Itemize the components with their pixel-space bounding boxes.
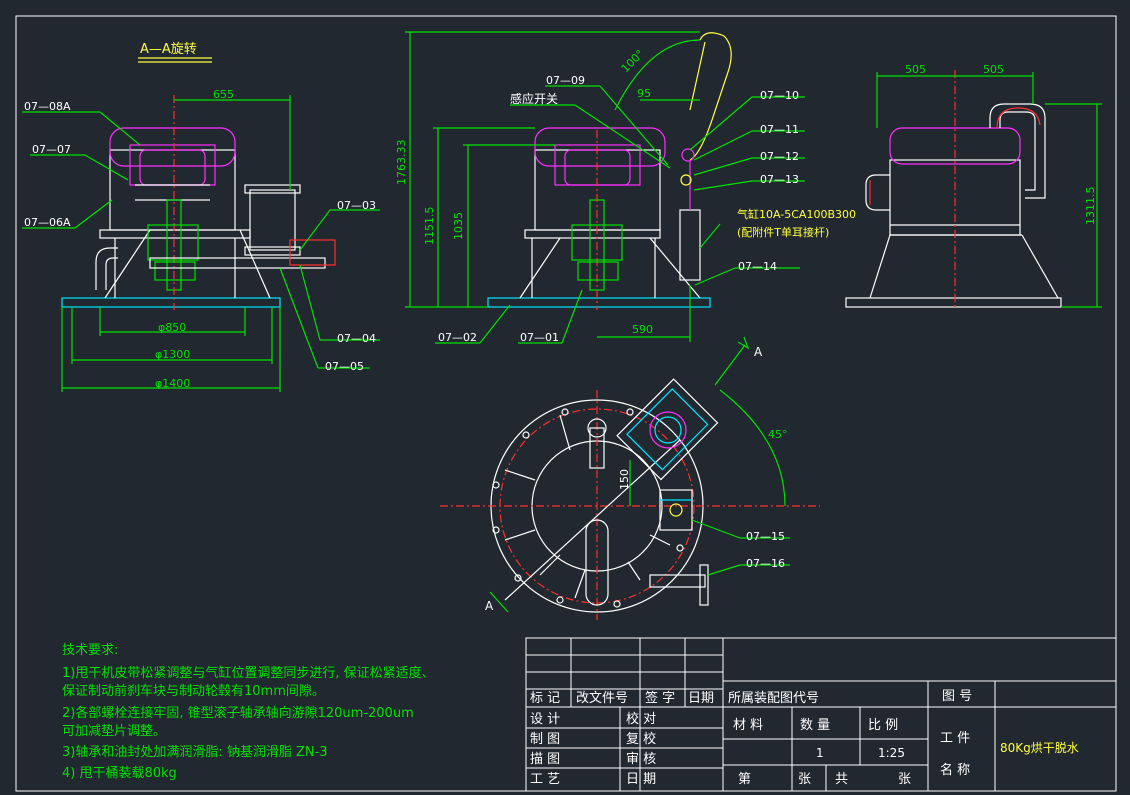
dim-655: 655 bbox=[213, 88, 234, 101]
callout-07-09: 07—09 bbox=[546, 74, 585, 87]
side-view: 505 505 1311.5 bbox=[845, 63, 1102, 310]
tb-zhang2: 张 bbox=[898, 772, 911, 787]
brake-assembly bbox=[659, 489, 693, 531]
dim-1151: 1151.5 bbox=[423, 207, 436, 246]
section-view-a-a: A—A旋转 655 φ8 bbox=[22, 42, 380, 392]
callout-07-07: 07—07 bbox=[32, 143, 71, 156]
cylinder-spec: 气缸10A-5CA100B300 bbox=[737, 207, 856, 221]
side-pipe-right bbox=[989, 103, 1046, 199]
callout-07-01: 07—01 bbox=[520, 331, 559, 344]
air-cylinder bbox=[679, 209, 701, 281]
notes-line-2: 保证制动前刹车块与制动轮毂有10mm间隙。 bbox=[62, 683, 325, 699]
section-title: A—A旋转 bbox=[140, 42, 197, 57]
callout-07-14: 07—14 bbox=[738, 260, 777, 273]
callout-07-03: 07—03 bbox=[337, 199, 376, 212]
outlet-pipe bbox=[649, 574, 706, 588]
side-pipe-left bbox=[865, 174, 890, 211]
dim-505-right: 505 bbox=[983, 63, 1004, 76]
motor-body bbox=[249, 189, 296, 251]
section-marker-top: A bbox=[754, 345, 763, 359]
top-cover bbox=[109, 127, 236, 167]
tb-biaoji: 标 记 bbox=[530, 691, 560, 706]
tb-di: 第 bbox=[738, 772, 751, 787]
section-marker-bottom: A bbox=[485, 599, 494, 613]
callout-07-13: 07—13 bbox=[760, 173, 799, 186]
dim-95: 95 bbox=[637, 87, 651, 100]
dim-1035: 1035 bbox=[452, 212, 465, 240]
angle-100: 100° bbox=[619, 47, 647, 75]
callout-07-06a: 07—06A bbox=[24, 216, 71, 229]
angle-45: 45° bbox=[768, 428, 788, 441]
dim-590: 590 bbox=[632, 323, 653, 336]
notes-line-3: 2)各部螺栓连接牢固, 锥型滚子轴承轴向游隙120um-200um bbox=[62, 705, 414, 721]
dim-150: 150 bbox=[618, 469, 631, 490]
dim-1311: 1311.5 bbox=[1084, 187, 1097, 226]
base-plate-2 bbox=[487, 297, 711, 308]
open-lid bbox=[689, 32, 732, 161]
notes-line-6: 4) 甩干桶装载80kg bbox=[62, 766, 177, 781]
tb-riqi2: 日 期 bbox=[626, 772, 656, 787]
tb-shuliang: 数 量 bbox=[800, 718, 830, 733]
inlet-pipe bbox=[95, 247, 118, 290]
dim-505-left: 505 bbox=[905, 63, 926, 76]
tb-fujiao: 复 校 bbox=[626, 731, 656, 747]
tb-shenhe: 审 核 bbox=[626, 752, 656, 767]
tb-gong: 共 bbox=[835, 772, 848, 787]
tb-jiaodui: 校 对 bbox=[626, 711, 656, 727]
tb-gongyi: 工 艺 bbox=[530, 772, 560, 787]
tb-qianzi: 签 字 bbox=[645, 690, 675, 706]
tb-riqi: 日期 bbox=[688, 691, 714, 706]
title-block: 标 记 改文件号 签 字 日期 所属装配图代号 图 号 设 计 校 对 材 料 … bbox=[525, 637, 1117, 792]
technical-notes: 技术要求: 1)甩干机皮带松紧调整与气缸位置调整同步进行, 保证松紧适度、 保证… bbox=[62, 643, 435, 781]
tb-qty-value: 1 bbox=[816, 746, 824, 760]
callout-07-11: 07—11 bbox=[760, 123, 799, 136]
tb-gongjian: 工 件 bbox=[940, 731, 970, 746]
label-sensor-switch: 感应开关 bbox=[510, 91, 558, 106]
callout-07-10: 07—10 bbox=[760, 89, 799, 102]
callout-07-02: 07—02 bbox=[438, 331, 477, 344]
notes-line-4: 可加减垫片调整。 bbox=[62, 723, 166, 739]
drum-housing bbox=[109, 149, 236, 231]
callout-07-04: 07—04 bbox=[337, 332, 376, 345]
front-elevation-view: 100° 1763.33 1151.5 1035 590 95 07—09 感应… bbox=[395, 31, 856, 344]
plan-view: 150 45° A A 07—15 07—16 bbox=[440, 336, 820, 620]
notes-title: 技术要求: bbox=[62, 643, 118, 658]
motor-plan bbox=[616, 378, 719, 481]
notes-line-1: 1)甩干机皮带松紧调整与气缸位置调整同步进行, 保证松紧适度、 bbox=[62, 665, 435, 681]
callout-07-15: 07—15 bbox=[746, 530, 785, 543]
dim-1400: φ1400 bbox=[155, 377, 190, 390]
tb-gongjian-name: 80Kg烘干脱水 bbox=[1000, 740, 1079, 755]
cylinder-note: (配附件T单耳接杆) bbox=[737, 225, 829, 239]
tb-suoshu: 所属装配图代号 bbox=[728, 691, 819, 706]
callout-07-05: 07—05 bbox=[325, 360, 364, 373]
tb-miaotu: 描 图 bbox=[530, 752, 560, 767]
callout-07-12: 07—12 bbox=[760, 150, 799, 163]
dim-850: φ850 bbox=[158, 321, 186, 334]
tb-scale-value: 1:25 bbox=[878, 746, 905, 760]
tb-zhitu: 制 图 bbox=[530, 732, 560, 747]
base-plate-3 bbox=[845, 297, 1062, 308]
callout-07-16: 07—16 bbox=[746, 557, 785, 570]
dim-1300: φ1300 bbox=[155, 348, 190, 361]
drain-slot bbox=[585, 519, 609, 606]
callout-07-08a: 07—08A bbox=[24, 100, 71, 113]
base-plate bbox=[61, 297, 281, 308]
tb-bili: 比 例 bbox=[868, 718, 898, 733]
dim-1763: 1763.33 bbox=[395, 140, 408, 186]
notes-line-5: 3)轴承和油封处加满润滑脂: 钠基润滑脂 ZN-3 bbox=[62, 745, 328, 760]
tb-gaiwenjianhao: 改文件号 bbox=[576, 691, 628, 706]
tb-zhang1: 张 bbox=[798, 772, 811, 787]
tb-sheji: 设 计 bbox=[530, 712, 560, 727]
drive-belt bbox=[149, 257, 326, 269]
tb-cailiao: 材 料 bbox=[733, 718, 763, 733]
tb-tuhao: 图 号 bbox=[942, 689, 972, 704]
post-circle bbox=[587, 418, 607, 438]
tb-mingcheng: 名 称 bbox=[940, 762, 970, 778]
